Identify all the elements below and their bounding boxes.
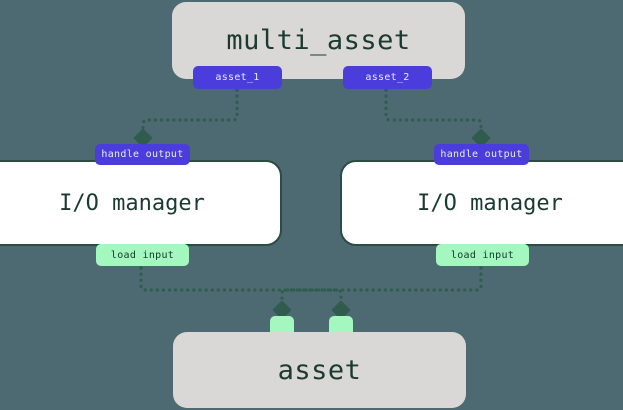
badge-load-input-right-label: load input [450, 249, 515, 261]
badge-handle-output-right-label: handle output [440, 149, 523, 160]
badge-load-input-right[interactable]: load input [436, 244, 529, 266]
badge-load-input-left-label: load input [110, 249, 175, 261]
badge-asset-2[interactable]: asset_2 [343, 66, 432, 89]
edge-asset1-to-handle-output-left [133, 88, 239, 148]
edge-load-input-right-to-asset-input-1 [272, 266, 483, 320]
node-io-manager-right[interactable]: I/O manager [340, 160, 623, 246]
badge-handle-output-left[interactable]: handle output [95, 144, 190, 165]
badge-asset-1-label: asset_1 [215, 72, 260, 83]
badge-handle-output-left-label: handle output [101, 149, 184, 160]
badge-asset-2-label: asset_2 [365, 72, 410, 83]
badge-handle-output-right[interactable]: handle output [434, 144, 529, 165]
node-asset-label: asset [277, 354, 362, 386]
node-multi-asset-label: multi_asset [226, 25, 411, 56]
node-io-manager-left-label: I/O manager [59, 190, 205, 216]
edge-asset2-to-handle-output-right [384, 88, 491, 148]
node-io-manager-right-label: I/O manager [417, 190, 563, 216]
badge-asset-1[interactable]: asset_1 [193, 66, 282, 89]
node-asset[interactable]: asset [173, 332, 466, 408]
node-io-manager-left[interactable]: I/O manager [0, 160, 282, 246]
badge-load-input-left[interactable]: load input [96, 244, 189, 266]
edge-load-input-left-to-asset-input-2 [139, 266, 351, 320]
